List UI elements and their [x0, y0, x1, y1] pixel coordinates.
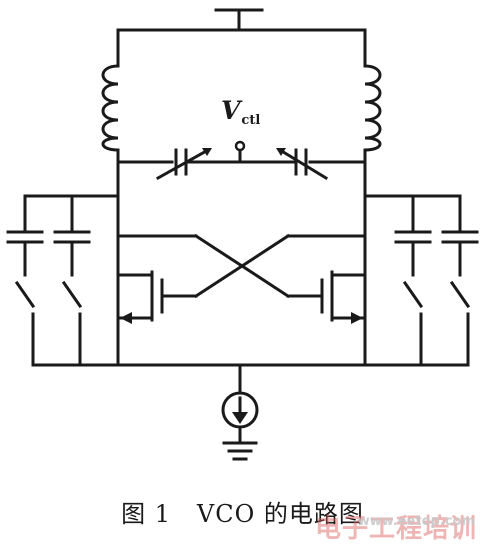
vctl-terminal: [234, 140, 246, 164]
right-inductor: [363, 64, 382, 152]
ground-symbol: [222, 441, 258, 461]
control-voltage-symbol: V: [221, 96, 241, 125]
watermark-url: www.eetop.com: [357, 514, 475, 529]
control-voltage-label: Vctl: [221, 98, 260, 127]
vco-schematic: [6, 8, 479, 461]
right-nmos-transistor: [320, 270, 367, 324]
tail-current-source: [221, 363, 259, 445]
figure-caption: 图 1 VCO 的电路图: [121, 500, 364, 528]
left-inductor: [101, 64, 120, 152]
control-voltage-subscript: ctl: [241, 113, 261, 128]
cross-coupling-wires: [116, 233, 367, 299]
right-capacitor-bank: [363, 194, 479, 364]
top-rail-wire: [116, 28, 367, 68]
vdd-supply-symbol: [214, 8, 264, 32]
left-capacitor-bank: [6, 194, 120, 364]
left-nmos-transistor: [116, 270, 164, 324]
varactor-branch: [116, 147, 367, 181]
